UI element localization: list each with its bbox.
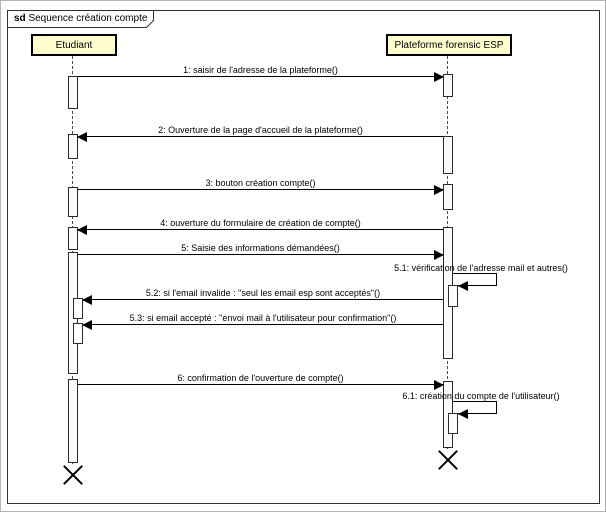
arrowhead-left-icon <box>77 132 87 142</box>
activation-bar <box>68 379 78 463</box>
arrowhead-left-icon <box>458 409 468 419</box>
arrowhead-left-icon <box>458 281 468 291</box>
destroy-x-icon <box>62 464 84 486</box>
arrowhead-right-icon <box>434 380 444 390</box>
nested-activation-bar <box>448 413 458 434</box>
lifeline-name: Etudiant <box>55 39 93 51</box>
message-label: 5.2: si l'email invalide : "seul les ema… <box>145 288 381 298</box>
message-label: 5: Saisie des informations démandées() <box>181 243 340 253</box>
lifeline-head-plateforme: Plateforme forensic ESP <box>386 34 512 56</box>
message-3: 3: bouton création compte() <box>78 177 444 195</box>
message-label: 6: confirmation de l'ouverture de compte… <box>177 373 344 383</box>
activation-bar <box>443 74 453 97</box>
arrowhead-right-icon <box>434 72 444 82</box>
arrowhead-right-icon <box>434 185 444 195</box>
frame-label-tab: sd Sequence création compte <box>7 10 155 29</box>
frame-keyword: sd <box>14 13 26 24</box>
nested-activation-bar <box>73 298 83 319</box>
message-label: 5.3: si email accepté : "envoi mail à l'… <box>129 313 397 323</box>
message-6: 6: confirmation de l'ouverture de compte… <box>78 372 444 390</box>
arrowhead-right-icon <box>434 250 444 260</box>
activation-bar <box>443 136 453 174</box>
activation-bar <box>443 184 453 210</box>
frame-title-text: Sequence création compte <box>28 13 148 24</box>
message-2: 2: Ouverture de la page d'accueil de la … <box>77 124 443 142</box>
message-label: 2: Ouverture de la page d'accueil de la … <box>158 125 363 135</box>
message-1: 1: saisir de l'adresse de la plateforme(… <box>78 64 444 82</box>
message-6-1-label: 6.1: création du compte de l'utilisateur… <box>402 391 560 401</box>
message-5-1-label: 5.1: vérification de l'adresse mail et a… <box>394 263 568 273</box>
nested-activation-bar <box>73 323 83 344</box>
message-label: 1: saisir de l'adresse de la plateforme(… <box>183 65 338 75</box>
nested-activation-bar <box>448 285 458 307</box>
frame-title: sd Sequence création compte <box>14 13 147 24</box>
message-label: 4: ouverture du formulaire de création d… <box>160 218 361 228</box>
frame-tab-shape <box>7 10 154 28</box>
arrowhead-left-icon <box>82 295 92 305</box>
destroy-x-icon <box>437 449 459 471</box>
arrowhead-left-icon <box>77 225 87 235</box>
arrowhead-left-icon <box>82 320 92 330</box>
message-4: 4: ouverture du formulaire de création d… <box>77 217 443 235</box>
activation-bar <box>68 134 78 159</box>
activation-bar <box>68 227 78 250</box>
self-message-5-1 <box>453 273 497 291</box>
diagram-frame <box>7 10 600 504</box>
self-message-6-1 <box>453 401 497 419</box>
activation-bar <box>68 76 78 109</box>
activation-bar <box>68 187 78 217</box>
message-5: 5: Saisie des informations démandées() <box>78 242 444 260</box>
lifeline-head-etudiant: Etudiant <box>31 34 117 56</box>
message-5-2: 5.2: si l'email invalide : "seul les ema… <box>82 287 443 305</box>
lifeline-name: Plateforme forensic ESP <box>394 39 504 51</box>
message-5-3: 5.3: si email accepté : "envoi mail à l'… <box>82 312 443 330</box>
message-label: 3: bouton création compte() <box>205 178 316 188</box>
